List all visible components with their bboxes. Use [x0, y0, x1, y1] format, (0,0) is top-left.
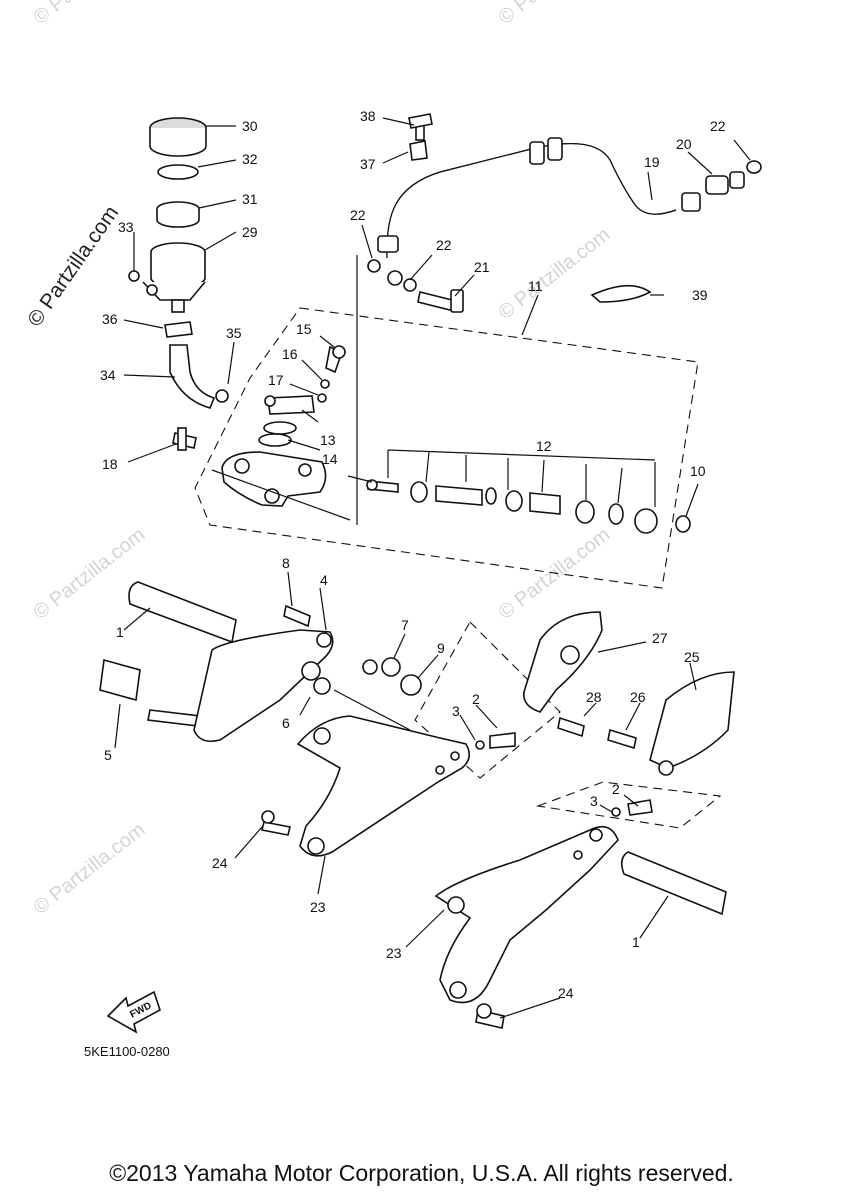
callout-14: 14 — [322, 451, 338, 467]
callout-18: 18 — [102, 456, 118, 472]
footrest-group — [99, 581, 735, 1029]
callout-6: 6 — [282, 715, 290, 731]
callout-19: 19 — [644, 154, 660, 170]
callout-17: 17 — [268, 372, 284, 388]
callout-39: 39 — [692, 287, 708, 303]
callout-12: 12 — [536, 438, 552, 454]
callout-22-left: 22 — [350, 207, 366, 223]
callout-5: 5 — [104, 747, 112, 763]
fwd-arrow: FWD — [106, 990, 161, 1034]
callout-26: 26 — [630, 689, 646, 705]
callout-22-mid: 22 — [436, 237, 452, 253]
callout-11: 11 — [528, 278, 543, 294]
callout-34: 34 — [100, 367, 116, 383]
callout-30: 30 — [242, 118, 258, 134]
callout-22-right: 22 — [710, 118, 726, 134]
watermark-text: © Partzilla.com — [495, 224, 615, 324]
watermark-text: © Partzilla.com — [495, 524, 615, 624]
callout-9: 9 — [437, 640, 445, 656]
callout-25: 25 — [684, 649, 700, 665]
callout-3-lower: 3 — [590, 793, 598, 809]
watermark-text: © Partzilla.com — [495, 0, 615, 29]
master-cylinder-group — [172, 345, 691, 534]
callout-33: 33 — [118, 219, 134, 235]
callout-20: 20 — [676, 136, 692, 152]
callout-10: 10 — [690, 463, 706, 479]
callout-32: 32 — [242, 151, 258, 167]
callout-labels: 30 32 31 29 33 36 35 34 18 15 16 17 13 1… — [100, 108, 726, 1001]
callout-21: 21 — [474, 259, 490, 275]
watermark-text: © Partzilla.com — [30, 524, 150, 624]
callout-24-left: 24 — [212, 855, 228, 871]
callout-1-right: 1 — [632, 934, 640, 950]
assembly-outlines — [194, 255, 722, 829]
callout-35: 35 — [226, 325, 242, 341]
callout-27: 27 — [652, 630, 668, 646]
reservoir-group — [128, 117, 229, 409]
callout-16: 16 — [282, 346, 298, 362]
diagram-code: 5KE1100-0280 — [84, 1044, 170, 1059]
callout-31: 31 — [242, 191, 258, 207]
callout-36: 36 — [102, 311, 118, 327]
callout-2-lower: 2 — [612, 781, 620, 797]
callout-28: 28 — [586, 689, 602, 705]
callout-24-right: 24 — [558, 985, 574, 1001]
hose-group — [367, 113, 762, 313]
callout-37: 37 — [360, 156, 376, 172]
callout-2-upper: 2 — [472, 691, 480, 707]
callout-23-left: 23 — [310, 899, 326, 915]
callout-8: 8 — [282, 555, 290, 571]
callout-7: 7 — [401, 617, 409, 633]
callout-29: 29 — [242, 224, 258, 240]
copyright-notice: ©2013 Yamaha Motor Corporation, U.S.A. A… — [109, 1160, 734, 1186]
watermark-text: © Partzilla.com — [30, 819, 150, 919]
leader-lines — [114, 117, 751, 1019]
callout-1-left: 1 — [116, 624, 124, 640]
callout-13: 13 — [320, 432, 336, 448]
callout-3-upper: 3 — [452, 703, 460, 719]
callout-23-right: 23 — [386, 945, 402, 961]
callout-4: 4 — [320, 572, 328, 588]
watermark-text: © Partzilla.com — [30, 0, 150, 29]
callout-38: 38 — [360, 108, 376, 124]
callout-15: 15 — [296, 321, 312, 337]
